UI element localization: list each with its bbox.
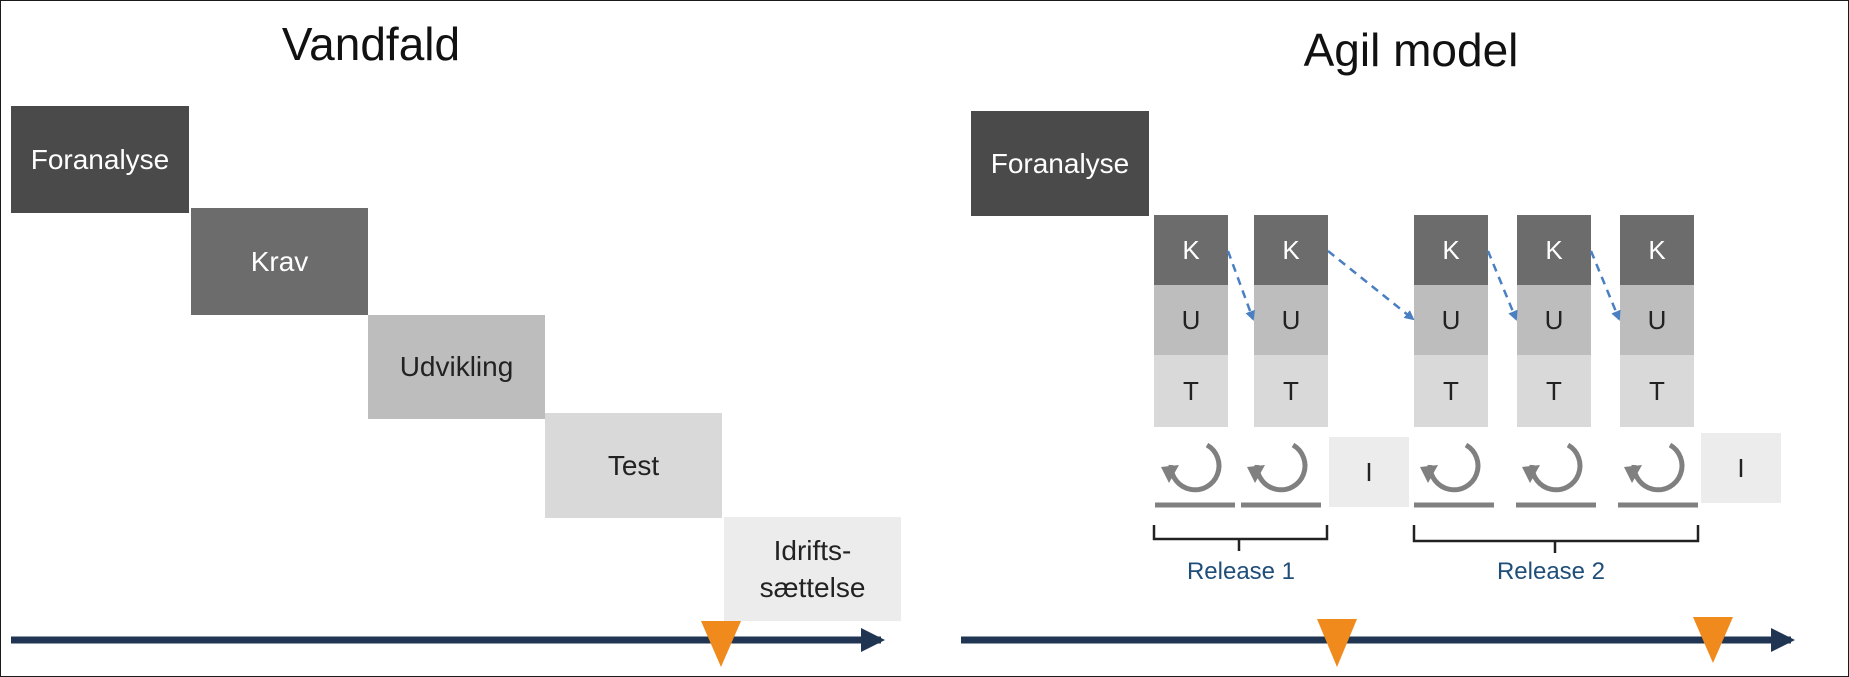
agile-foranalyse: Foranalyse	[971, 111, 1149, 216]
iteration-1-k: K	[1154, 215, 1228, 285]
cycle-icon	[1618, 442, 1698, 508]
milestone-marker-icon	[1317, 619, 1357, 667]
milestone-marker-icon	[701, 621, 741, 667]
dependency-arrow-icon	[1486, 250, 1518, 321]
iteration-3-u: U	[1414, 285, 1488, 355]
release-1-label: Release 1	[1186, 558, 1296, 585]
implementation-box-1: I	[1329, 437, 1409, 507]
agile-title: Agil model	[1303, 24, 1519, 76]
waterfall-phase-krav: Krav	[191, 208, 368, 315]
waterfall-phase-foranalyse: Foranalyse	[11, 106, 189, 213]
iteration-4-u: U	[1517, 285, 1591, 355]
release-2-brace	[1412, 525, 1700, 553]
iteration-2-t: T	[1254, 355, 1328, 427]
implementation-box-2: I	[1701, 433, 1781, 503]
iteration-4-t: T	[1517, 355, 1591, 427]
iteration-3-k: K	[1414, 215, 1488, 285]
waterfall-phase-test: Test	[545, 413, 722, 518]
cycle-icon	[1155, 442, 1235, 508]
iteration-5-t: T	[1620, 355, 1694, 427]
iteration-1-t: T	[1154, 355, 1228, 427]
cycle-icon	[1241, 442, 1321, 508]
release-2-label: Release 2	[1496, 558, 1606, 585]
cycle-icon	[1414, 442, 1494, 508]
dependency-arrow-icon	[1589, 250, 1621, 321]
waterfall-phase-idriftssaettelse: Idrifts- sættelse	[724, 517, 901, 621]
iteration-5-k: K	[1620, 215, 1694, 285]
milestone-marker-icon	[1693, 617, 1733, 663]
dependency-arrow-icon	[1327, 250, 1415, 321]
iteration-2-k: K	[1254, 215, 1328, 285]
waterfall-title: Vandfald	[281, 18, 461, 70]
dependency-arrow-icon	[1226, 250, 1255, 321]
iteration-3-t: T	[1414, 355, 1488, 427]
release-1-brace	[1152, 525, 1329, 551]
iteration-1-u: U	[1154, 285, 1228, 355]
cycle-icon	[1516, 442, 1596, 508]
iteration-2-u: U	[1254, 285, 1328, 355]
iteration-5-u: U	[1620, 285, 1694, 355]
waterfall-phase-udvikling: Udvikling	[368, 315, 545, 419]
iteration-4-k: K	[1517, 215, 1591, 285]
